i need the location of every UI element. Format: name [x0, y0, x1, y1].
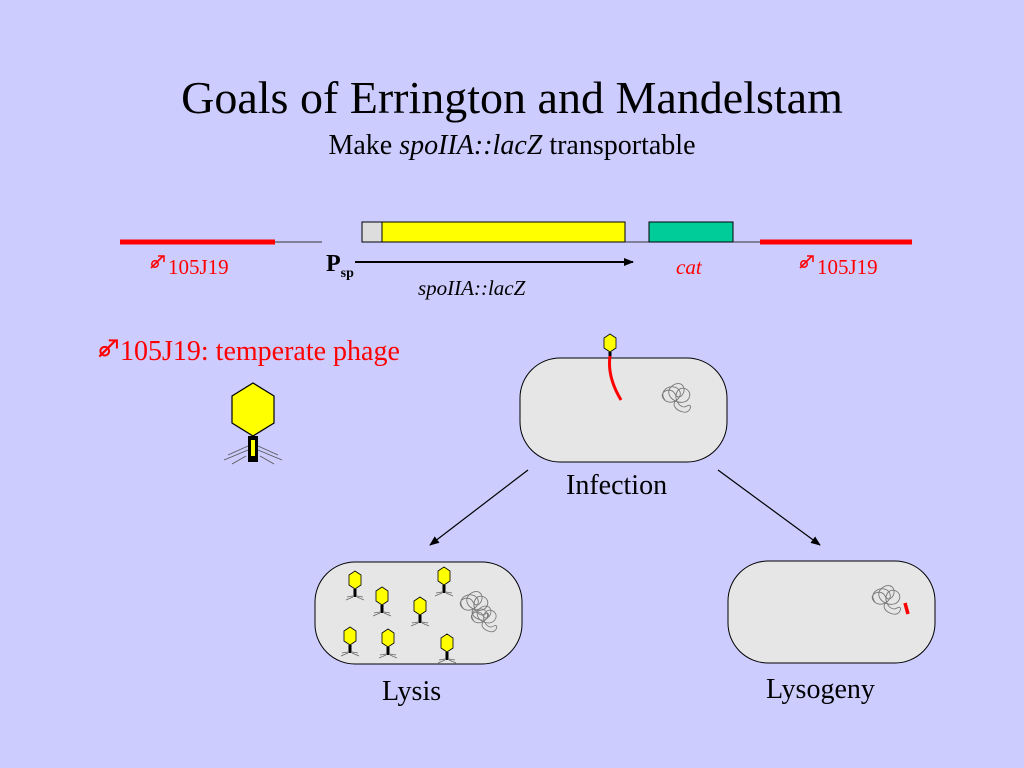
phage-icon: [223, 382, 283, 465]
arrow-to-lysis: [429, 469, 529, 546]
construct-map: [120, 221, 912, 266]
subtitle-gene: spoIIA::lacZ: [399, 130, 543, 161]
subtitle-prefix: Make: [328, 130, 400, 161]
injected-phage-dna: [608, 355, 623, 401]
slide-subtitle: Make spoIIA::lacZ transportable: [0, 130, 1024, 162]
phage-note: 105J19: temperate phage: [120, 336, 400, 367]
lacZ-box: [381, 221, 626, 243]
slide-title: Goals of Errington and Mandelstam: [181, 72, 843, 123]
gene-label: spoIIA::lacZ: [418, 276, 526, 300]
lysis-cell: [314, 561, 523, 665]
phi-symbol-icon: [799, 255, 814, 269]
cat-label: cat: [676, 255, 702, 279]
promoter-subscript: sp: [340, 265, 354, 281]
lysogeny-cell: [727, 560, 936, 664]
phi-symbol-icon: [150, 255, 165, 269]
right-arm-label: 105J19: [817, 255, 878, 279]
infection-label: Infection: [566, 470, 668, 501]
arrow-to-lysogeny: [717, 469, 821, 546]
left-arm-label: 105J19: [168, 255, 229, 279]
lysis-label: Lysis: [382, 676, 442, 707]
phi-symbol-icon: [98, 339, 118, 358]
cat-box: [648, 221, 734, 243]
promoter-box: [361, 221, 383, 243]
infecting-phage-icon: [603, 333, 617, 357]
subtitle-suffix: transportable: [542, 130, 696, 161]
infection-cell: [519, 333, 728, 463]
promoter-letter: P: [326, 251, 341, 277]
lysogeny-label: Lysogeny: [766, 674, 875, 705]
integrated-prophage: [903, 602, 910, 615]
promoter-label: Psp: [326, 251, 354, 282]
